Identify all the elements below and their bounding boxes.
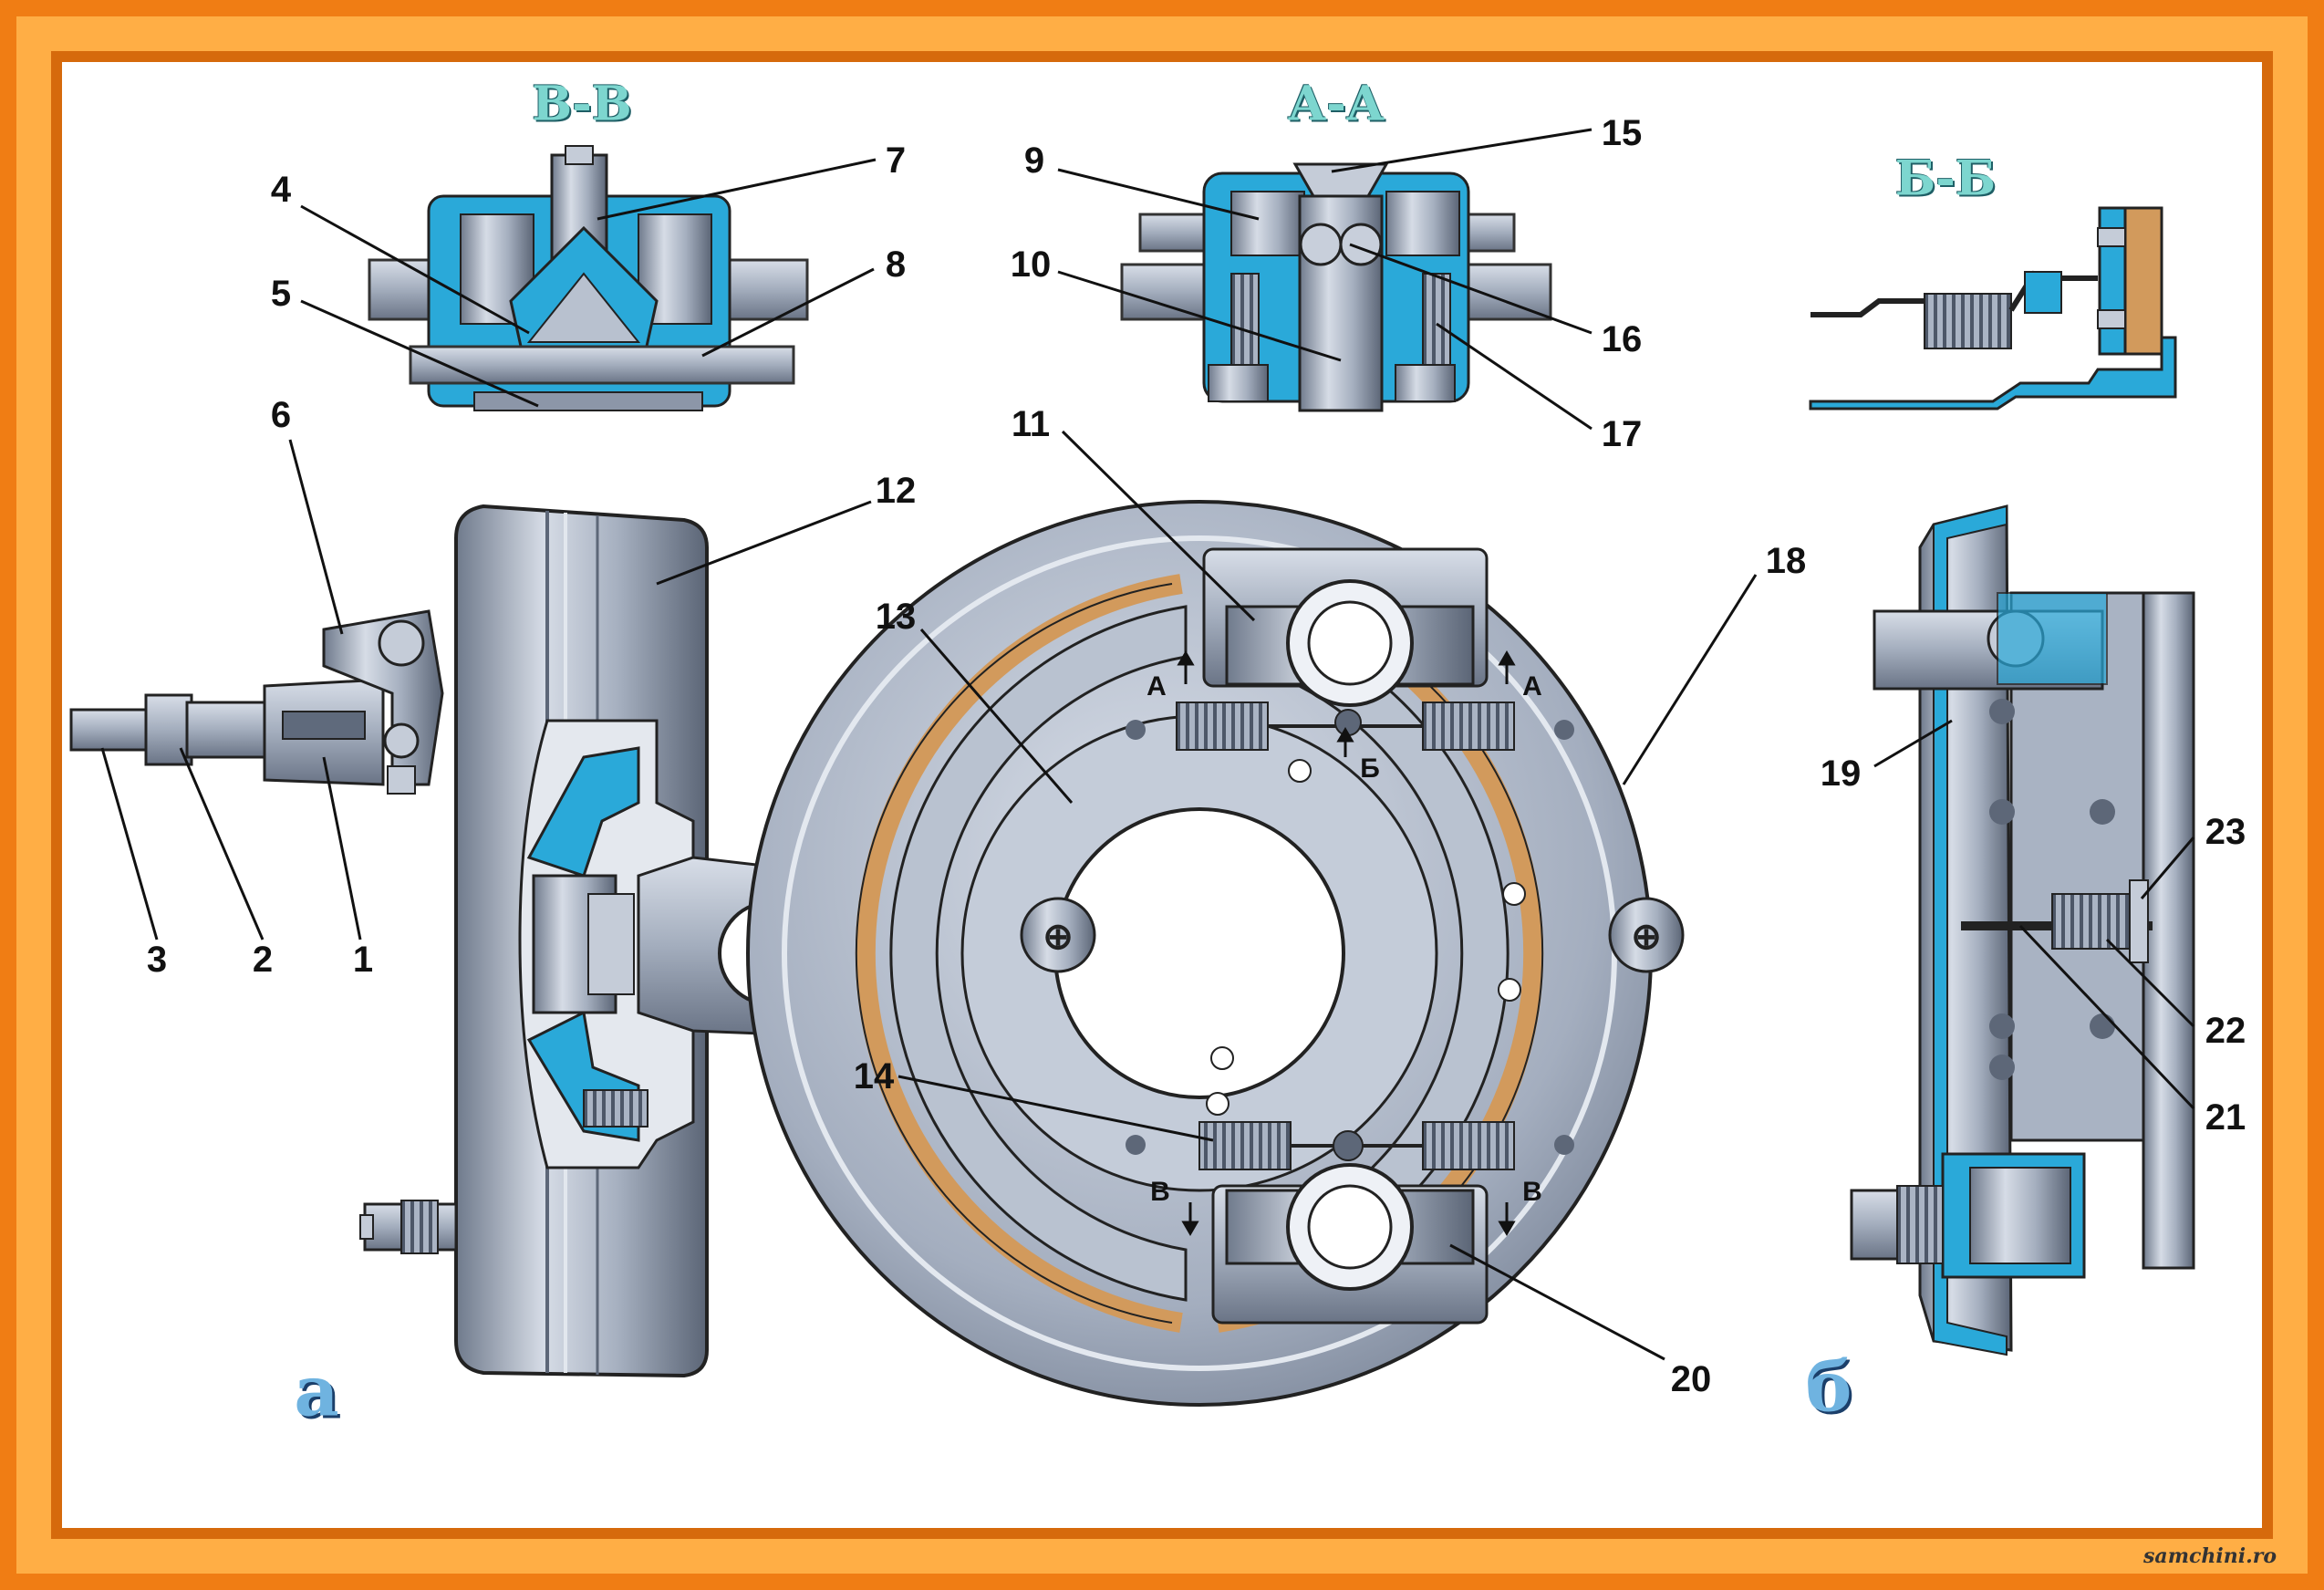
callout-8: 8 — [885, 244, 907, 285]
view-letter-b: б — [1805, 1346, 1852, 1428]
callout-7: 7 — [885, 140, 907, 181]
view-a-drawing — [69, 504, 855, 1378]
callout-9: 9 — [1023, 140, 1045, 181]
cut-arrows — [1177, 650, 1516, 1236]
callout-13: 13 — [875, 597, 917, 637]
section-title-aa: А-А — [1287, 76, 1385, 132]
section-title-vv: В-В — [532, 76, 632, 132]
view-b-drawing — [1850, 504, 2195, 1356]
callout-11: 11 — [1011, 404, 1051, 444]
callout-14: 14 — [853, 1056, 895, 1096]
callout-5: 5 — [270, 274, 292, 314]
callout-17: 17 — [1601, 414, 1643, 454]
view-letter-a: а — [294, 1350, 339, 1432]
callout-22: 22 — [2205, 1011, 2246, 1051]
svg-text:⊕: ⊕ — [1631, 917, 1662, 957]
cut-mark-v-right: В — [1522, 1177, 1542, 1207]
callout-19: 19 — [1820, 753, 1862, 794]
svg-text:⊕: ⊕ — [1043, 917, 1074, 957]
section-bb-drawing — [1809, 206, 2177, 410]
callout-6: 6 — [270, 395, 292, 435]
cut-mark-a-right: А — [1522, 671, 1542, 701]
cut-mark-b: Б — [1360, 753, 1380, 784]
section-title-bb: Б-Б — [1894, 151, 1997, 207]
callout-15: 15 — [1601, 113, 1643, 153]
watermark: samchini.ro — [2143, 1544, 2277, 1568]
cut-mark-a-left: А — [1146, 671, 1167, 701]
callout-20: 20 — [1670, 1359, 1712, 1399]
cut-mark-v-left: В — [1150, 1177, 1170, 1207]
leader-lines — [100, 128, 2195, 1361]
section-aa-drawing — [1120, 162, 1552, 412]
callout-3: 3 — [146, 940, 168, 980]
callout-23: 23 — [2205, 812, 2246, 852]
callout-21: 21 — [2205, 1097, 2246, 1138]
callout-4: 4 — [270, 170, 292, 210]
callout-18: 18 — [1765, 541, 1807, 581]
brake-plate-front-view: ⊕ ⊕ — [746, 500, 1685, 1407]
callout-16: 16 — [1601, 319, 1643, 359]
callout-10: 10 — [1010, 244, 1052, 285]
callout-1: 1 — [352, 940, 374, 980]
callout-12: 12 — [875, 471, 917, 511]
callout-2: 2 — [252, 940, 274, 980]
